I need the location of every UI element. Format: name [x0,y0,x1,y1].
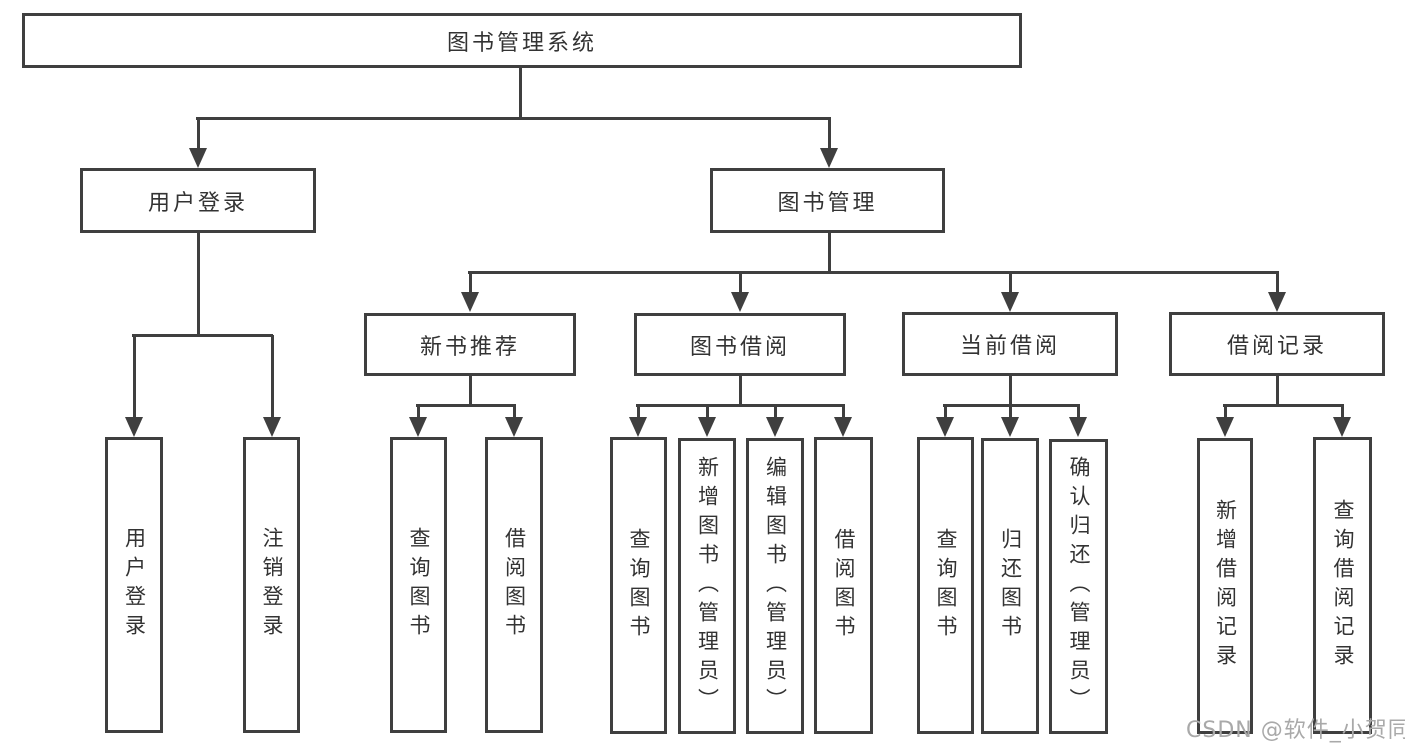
arrow-down-icon [936,405,954,437]
edge-line [827,233,831,273]
arrow-down-icon [1216,405,1234,437]
node-label: 确认归还（管理员） [1067,456,1091,717]
leaf-edit-books-admin: 编辑图书（管理员） [746,438,804,734]
node-label: 用户登录 [147,190,248,216]
node-label: 编辑图书（管理员） [763,455,788,717]
arrow-down-icon [834,405,852,437]
node-label: 新增图书（管理员） [695,455,720,717]
node-label: 借阅图书 [502,527,527,643]
edge-line [1275,376,1279,406]
leaf-confirm-return-admin: 确认归还（管理员） [1049,439,1108,734]
node-new-book-recommend: 新书推荐 [364,313,576,376]
edge-line [468,270,1279,274]
edge-line [416,403,516,407]
node-label: 新书推荐 [419,334,520,360]
leaf-query-books-borrowing: 查询图书 [610,437,667,734]
node-label: 借阅记录 [1226,334,1327,359]
leaf-return-books: 归还图书 [981,438,1039,734]
edge-line [636,403,845,407]
edge-line [196,232,200,336]
node-label: 新增借阅记录 [1213,499,1238,673]
node-label: 图书借阅 [689,334,790,360]
edge-line [1223,403,1344,407]
arrow-down-icon [820,118,838,168]
node-user-login: 用户登录 [80,168,316,233]
arrow-down-icon [1001,272,1019,312]
arrow-down-icon [263,335,281,437]
arrow-down-icon [125,335,143,437]
arrow-down-icon [505,405,523,437]
node-label: 查询借阅记录 [1331,498,1355,673]
arrow-down-icon [731,272,749,312]
arrow-down-icon [1333,405,1351,437]
node-borrowing-records: 借阅记录 [1169,312,1385,376]
node-label: 当前借阅 [959,334,1060,359]
leaf-borrow-books-recommend: 借阅图书 [485,437,543,733]
edge-line [1008,376,1012,406]
leaf-query-books-current: 查询图书 [917,437,974,734]
arrow-down-icon [629,405,647,437]
node-label: 用户登录 [122,527,147,643]
node-book-management: 图书管理 [710,168,945,233]
node-label: 查询图书 [934,527,958,644]
arrow-down-icon [766,405,784,437]
arrow-down-icon [698,405,716,437]
arrow-down-icon [1001,405,1019,437]
node-label: 查询图书 [407,527,431,643]
leaf-borrow-books: 借阅图书 [814,437,873,734]
node-label: 注销登录 [260,527,284,643]
leaf-query-borrow-record: 查询借阅记录 [1313,437,1372,734]
edge-line [738,376,742,406]
edge-line [132,333,273,337]
leaf-query-books-recommend: 查询图书 [390,437,447,733]
arrow-down-icon [1069,405,1087,437]
node-label: 图书管理系统 [446,30,597,56]
edge-line [196,116,831,120]
arrow-down-icon [189,118,207,168]
edge-line [518,68,522,119]
node-book-borrowing: 图书借阅 [634,313,846,376]
arrow-down-icon [1268,272,1286,312]
leaf-logout: 注销登录 [243,437,300,733]
node-current-borrowing: 当前借阅 [902,312,1118,376]
node-library-management-system: 图书管理系统 [22,13,1022,68]
leaf-user-login: 用户登录 [105,437,163,733]
node-label: 归还图书 [998,528,1023,644]
node-label: 图书管理 [777,190,878,216]
edge-line [468,376,472,406]
csdn-watermark: CSDN @软件_小贺同学 [1186,718,1405,743]
arrow-down-icon [409,405,427,437]
arrow-down-icon [461,272,479,312]
node-label: 借阅图书 [832,527,856,644]
leaf-add-books-admin: 新增图书（管理员） [678,438,736,734]
leaf-add-borrow-record: 新增借阅记录 [1197,438,1253,734]
node-label: 查询图书 [627,527,651,644]
edge-line [943,403,1080,407]
